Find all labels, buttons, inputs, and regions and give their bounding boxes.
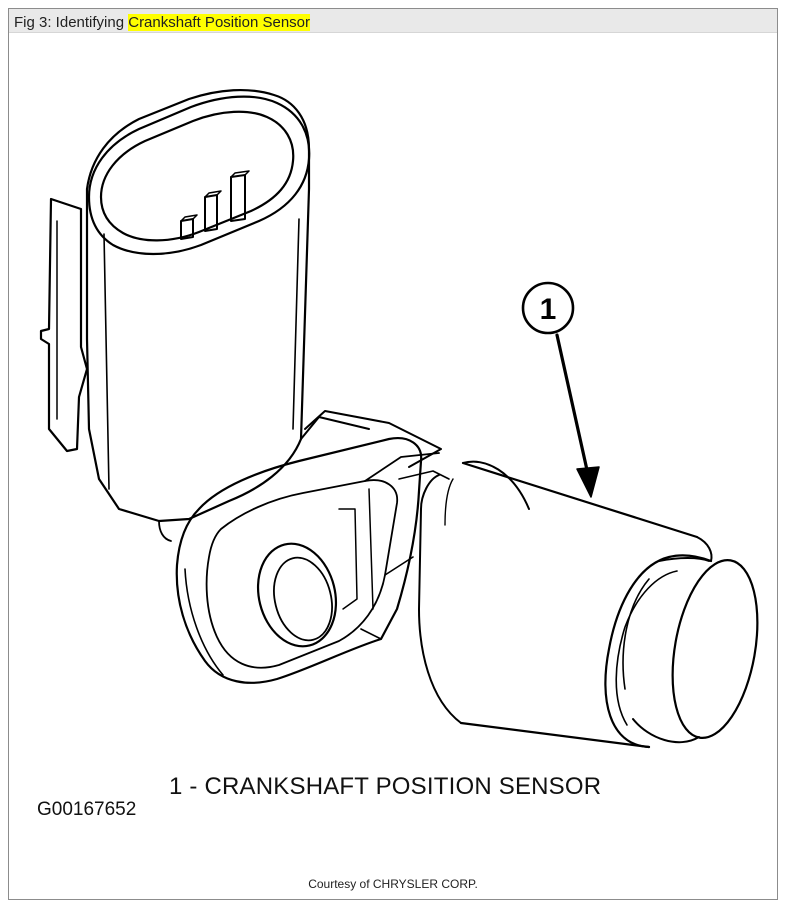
sensor-illustration: 1 — [39, 88, 759, 749]
connector-mouth-rim — [87, 95, 311, 256]
callout-leader-line — [555, 333, 591, 481]
flange-outline — [175, 437, 423, 684]
connector-housing — [39, 88, 370, 542]
callout-circle — [521, 281, 575, 335]
connector-body — [85, 88, 311, 523]
bolt-hole — [256, 542, 338, 648]
callout-marker: 1 — [521, 281, 600, 498]
callout-number: 1 — [540, 293, 557, 326]
sensor-tip — [622, 557, 759, 744]
credit-line: Courtesy of CHRYSLER CORP. — [308, 877, 478, 891]
callout-arrowhead — [576, 466, 600, 498]
connector-mouth-inner — [99, 110, 295, 242]
barrel-front-face — [604, 554, 713, 749]
barrel-top-edge — [461, 461, 699, 539]
caption-highlight: Crankshaft Position Sensor — [128, 14, 310, 31]
figure-caption-bar: Fig 3: Identifying Crankshaft Position S… — [9, 9, 777, 33]
drawing-id: G00167652 — [37, 799, 137, 820]
caption-prefix: Fig 3: Identifying — [14, 14, 129, 31]
figure-frame: Fig 3: Identifying Crankshaft Position S… — [8, 8, 778, 900]
mounting-flange — [175, 410, 450, 684]
terminal-pins — [180, 170, 250, 240]
barrel-bottom-edge — [459, 721, 651, 749]
legend-text: 1 - CRANKSHAFT POSITION SENSOR — [169, 773, 602, 800]
sensor-barrel — [418, 460, 713, 749]
connector-side-boss — [39, 197, 89, 453]
figure-caption: Fig 3: Identifying Crankshaft Position S… — [14, 14, 310, 32]
tip-face — [671, 558, 759, 740]
